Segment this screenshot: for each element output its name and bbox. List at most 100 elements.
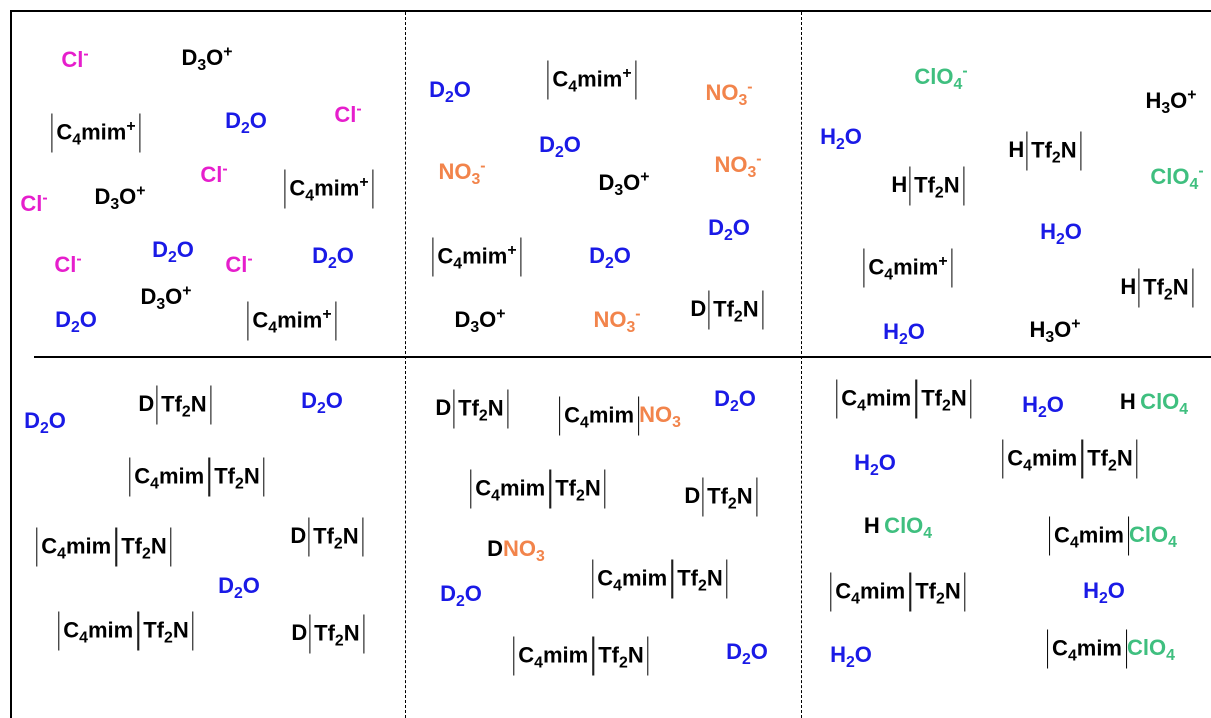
- formula-main: NO: [714, 152, 748, 177]
- formula-main: D: [312, 243, 328, 268]
- formula-main: C: [1052, 635, 1068, 661]
- formula-main: C: [41, 533, 58, 559]
- formula-main: H: [1145, 88, 1162, 113]
- formula-main: H: [1040, 219, 1056, 244]
- formula-rest: O: [1107, 578, 1125, 603]
- formula-superscript: -: [356, 100, 362, 118]
- formula-rest: mim: [577, 66, 623, 92]
- formula-rest: mim: [1076, 635, 1123, 661]
- formula-subscript: 2: [181, 403, 191, 421]
- formula-superscript: -: [76, 250, 82, 268]
- column-divider-2: [801, 12, 802, 718]
- formula-rest: mim: [1031, 445, 1078, 471]
- species-p2-no3-1: NO3-: [705, 79, 752, 109]
- formula-main: Tf: [161, 391, 182, 417]
- species-p3-htf2n-3: H Tf2N: [1120, 268, 1194, 308]
- formula-subscript: 2: [729, 398, 739, 416]
- formula-superscript: +: [182, 282, 192, 300]
- formula-main: C: [63, 617, 80, 643]
- formula-superscript: -: [480, 157, 486, 175]
- formula-rest: N: [627, 642, 644, 668]
- formula-subscript: 2: [333, 535, 343, 553]
- anion-bracket: Tf2N: [550, 469, 606, 509]
- anion-bracket: Tf2N: [910, 572, 966, 612]
- formula-subscript: 3: [747, 164, 757, 182]
- species-p3-h2o-2: H2O: [1040, 219, 1082, 248]
- formula-main: D: [152, 237, 168, 262]
- formula-subscript: 2: [334, 632, 344, 650]
- formula-main: Cl: [61, 47, 84, 72]
- anion-bracket: Tf2N: [916, 379, 972, 419]
- species-p4-dtf2n-2: D Tf2N: [290, 517, 364, 557]
- species-p3-h3o-1: H3O+: [1145, 87, 1196, 117]
- formula-rest: O: [479, 307, 497, 332]
- formula-main: Tf: [214, 463, 236, 489]
- formula-rest: N: [190, 391, 207, 417]
- anion-bracket: Tf2N: [1082, 439, 1138, 479]
- formula-rest: N: [950, 385, 967, 411]
- formula-main: Tf: [1087, 445, 1109, 471]
- formula-superscript: +: [126, 117, 136, 135]
- formula-main: H: [1022, 392, 1038, 417]
- formula-superscript: +: [1071, 315, 1081, 333]
- formula-subscript: 2: [576, 487, 585, 505]
- formula-main: H: [830, 642, 846, 667]
- formula-superscript: +: [622, 64, 632, 82]
- formula-subscript: 4: [857, 397, 866, 415]
- anion-bracket: Tf2N: [1138, 268, 1194, 308]
- formula-main: D: [539, 132, 555, 157]
- formula-main: Tf: [921, 385, 943, 411]
- formula-prefix: D: [684, 482, 701, 508]
- species-p1-cl-1: Cl-: [61, 46, 88, 72]
- formula-main: Tf: [313, 523, 334, 549]
- formula-main: Tf: [1031, 137, 1052, 163]
- cation-bracket: C4mim+: [284, 169, 374, 209]
- formula-subscript: 3: [110, 196, 120, 214]
- formula-prefix: H: [1120, 273, 1137, 299]
- formula-rest: N: [1060, 137, 1077, 163]
- species-p1-cl-3: Cl-: [200, 161, 227, 186]
- formula-rest: O: [907, 319, 925, 344]
- species-p3-clo4-2: ClO4-: [1150, 163, 1203, 193]
- cation-bracket: C4mim: [470, 469, 551, 509]
- species-p1-d3o-1: D3O+: [181, 44, 232, 74]
- formula-main: NO: [503, 536, 537, 561]
- formula-subscript: 2: [233, 585, 243, 603]
- anion-bracket: Tf2N: [909, 166, 965, 206]
- formula-superscript: -: [247, 250, 253, 268]
- formula-main: C: [841, 385, 858, 411]
- formula-rest: N: [343, 620, 360, 646]
- cation-bracket: C4mim: [129, 457, 210, 497]
- formula-rest: mim: [65, 533, 112, 559]
- formula-main: H: [854, 450, 870, 475]
- formula-prefix: D: [291, 619, 308, 645]
- formula-rest: O: [165, 284, 183, 309]
- formula-rest: O: [79, 307, 97, 332]
- formula-main: ClO: [1129, 521, 1169, 547]
- species-p1-cl-4: Cl-: [20, 190, 47, 215]
- formula-main: NO: [705, 80, 739, 105]
- formula-rest: mim: [893, 254, 939, 280]
- formula-prefix: D: [690, 295, 707, 321]
- formula-main: Tf: [915, 578, 937, 604]
- formula-rest: O: [464, 581, 482, 606]
- species-p2-d2o-2: D2O: [539, 132, 581, 161]
- species-p3-h2o-1: H2O: [820, 126, 862, 153]
- formula-superscript: -: [83, 45, 89, 63]
- formula-subscript: 4: [953, 76, 963, 94]
- formula-main: ClO: [1140, 389, 1180, 414]
- formula-main: C: [56, 119, 73, 145]
- formula-subscript: 2: [1051, 149, 1061, 167]
- species-p4-dtf2n-1: D Tf2N: [138, 385, 212, 425]
- formula-subscript: 2: [934, 184, 944, 202]
- formula-main: C: [289, 175, 306, 201]
- formula-subscript: 3: [738, 92, 748, 110]
- cation-bracket: C4mim+: [51, 113, 141, 153]
- formula-subscript: 2: [1098, 590, 1108, 608]
- species-p2-no3-2: NO3-: [438, 158, 485, 188]
- frame-left-border: [10, 10, 12, 718]
